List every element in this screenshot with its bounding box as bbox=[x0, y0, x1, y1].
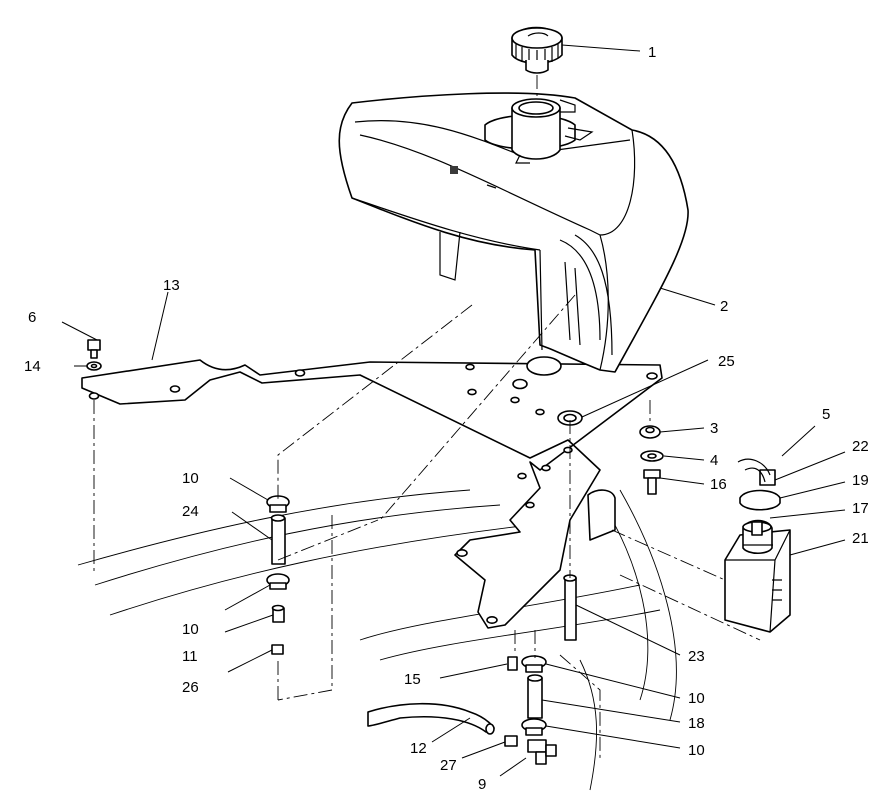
spacer-washer-screw bbox=[639, 425, 664, 495]
callout-17: 17 bbox=[852, 500, 869, 517]
callout-6: 6 bbox=[28, 309, 36, 326]
callout-22: 22 bbox=[852, 438, 869, 455]
screw-and-washer-left bbox=[86, 339, 102, 371]
callout-10-lower-lower: 10 bbox=[688, 742, 705, 759]
tank-outlet-tube bbox=[563, 489, 616, 641]
callout-27: 27 bbox=[440, 757, 457, 774]
fuel-reservoir bbox=[724, 458, 791, 633]
callout-18: 18 bbox=[688, 715, 705, 732]
callout-4: 4 bbox=[710, 452, 718, 469]
fuel-cap bbox=[511, 26, 563, 74]
callout-12: 12 bbox=[410, 740, 427, 757]
fuel-tank bbox=[338, 92, 689, 373]
callout-14: 14 bbox=[24, 358, 41, 375]
callout-13: 13 bbox=[163, 277, 180, 294]
callout-16: 16 bbox=[710, 476, 727, 493]
callout-10-bottom-left: 10 bbox=[182, 621, 199, 638]
callout-24: 24 bbox=[182, 503, 199, 520]
callout-2: 2 bbox=[720, 298, 728, 315]
callout-26: 26 bbox=[182, 679, 199, 696]
callout-labels: 1 2 3 4 5 6 9 10 10 10 10 11 12 13 14 15… bbox=[24, 44, 869, 793]
callout-23: 23 bbox=[688, 648, 705, 665]
assembly-lines bbox=[93, 75, 761, 760]
callout-10-lower-upper: 10 bbox=[688, 690, 705, 707]
lower-hose-assembly bbox=[367, 655, 557, 765]
left-hose-assembly bbox=[266, 495, 290, 655]
callout-10-top-left: 10 bbox=[182, 470, 199, 487]
mounting-plate bbox=[81, 356, 663, 629]
callout-3: 3 bbox=[710, 420, 718, 437]
callout-25: 25 bbox=[718, 353, 735, 370]
callout-15: 15 bbox=[404, 671, 421, 688]
callout-1: 1 bbox=[648, 44, 656, 61]
chassis-outline bbox=[77, 489, 677, 791]
callout-5: 5 bbox=[822, 406, 830, 423]
callout-19: 19 bbox=[852, 472, 869, 489]
callout-21: 21 bbox=[852, 530, 869, 547]
callout-11: 11 bbox=[182, 648, 198, 665]
callout-9: 9 bbox=[478, 776, 486, 793]
leader-lines bbox=[61, 44, 846, 777]
